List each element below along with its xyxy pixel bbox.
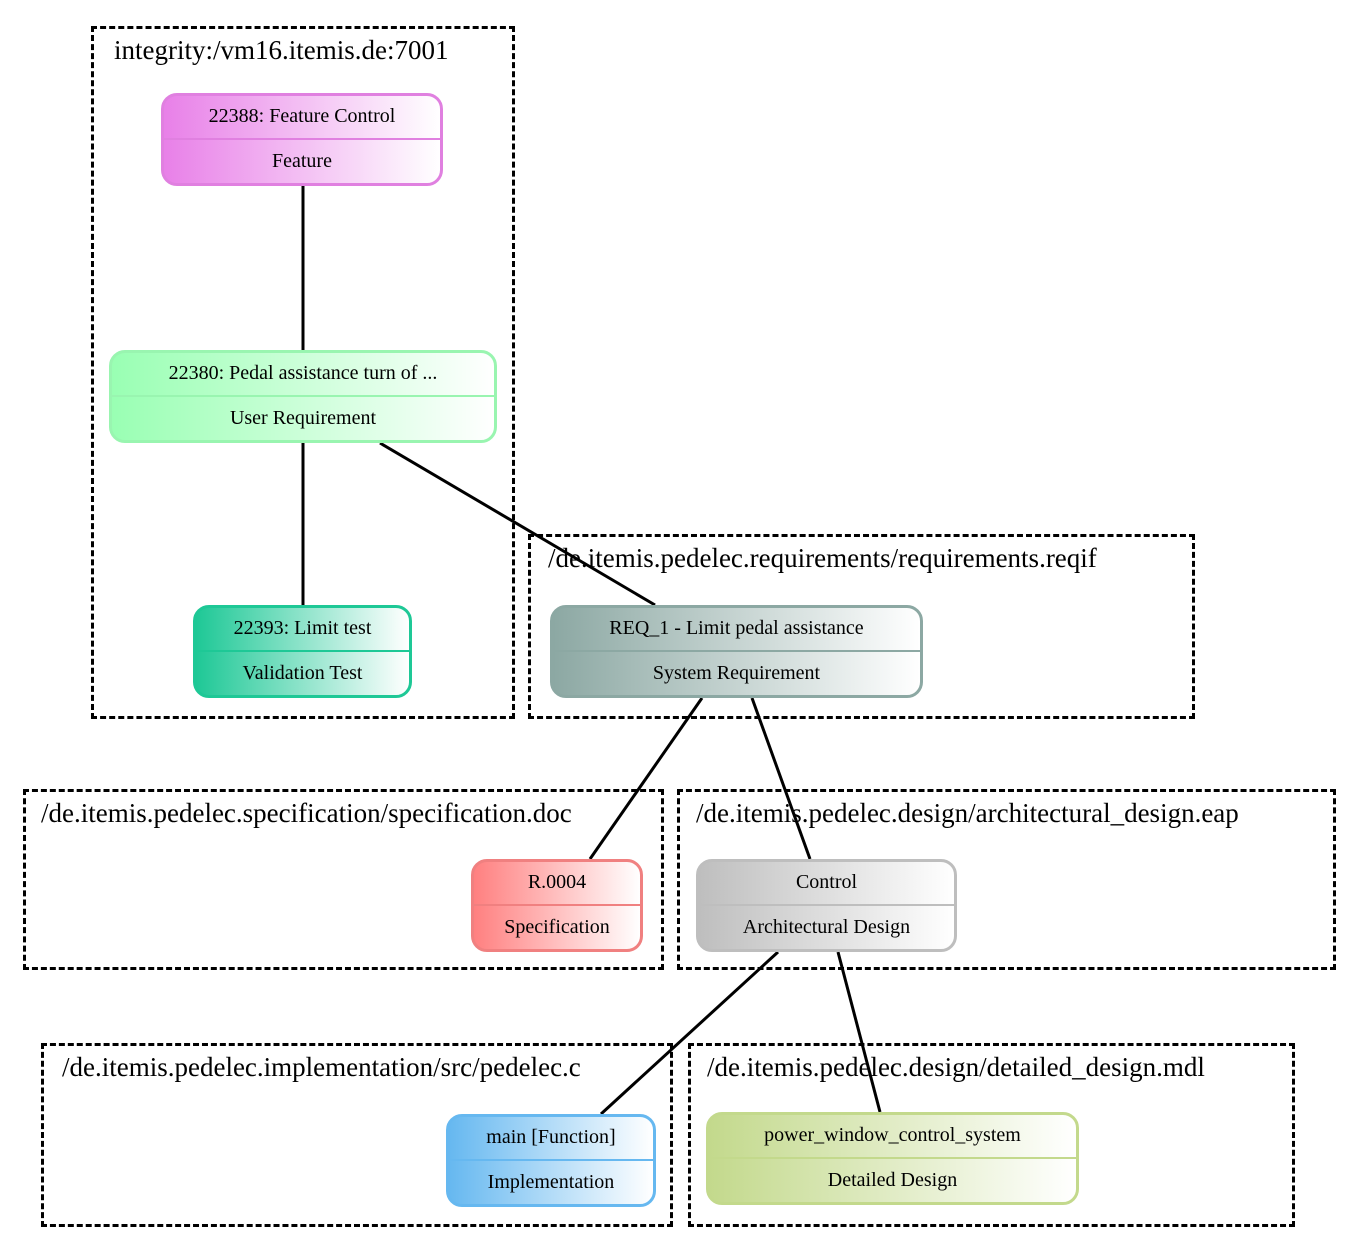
- cluster-label: /de.itemis.pedelec.specification/specifi…: [41, 798, 572, 828]
- cluster-label: /de.itemis.pedelec.design/architectural_…: [696, 798, 1239, 828]
- node-type: Specification: [504, 915, 610, 938]
- cluster-arch: /de.itemis.pedelec.design/architectural_…: [677, 789, 1336, 970]
- node-user-requirement[interactable]: 22380: Pedal assistance turn of ... User…: [109, 350, 497, 443]
- node-type: Detailed Design: [827, 1168, 958, 1191]
- edge-userreq-sysreq: [379, 441, 656, 607]
- node-title: 22393: Limit test: [196, 608, 409, 652]
- node-title: 22388: Feature Control: [164, 96, 440, 140]
- node-detailed-design[interactable]: power_window_control_system Detailed Des…: [706, 1112, 1079, 1205]
- cluster-integrity: integrity:/vm16.itemis.de:7001: [91, 26, 515, 719]
- cluster-spec: /de.itemis.pedelec.specification/specifi…: [23, 789, 664, 970]
- node-type: System Requirement: [652, 661, 821, 684]
- cluster-label: /de.itemis.pedelec.requirements/requirem…: [548, 543, 1097, 573]
- node-type: User Requirement: [229, 406, 377, 429]
- node-type: Feature: [272, 149, 332, 172]
- node-system-requirement[interactable]: REQ_1 - Limit pedal assistance System Re…: [550, 605, 923, 698]
- node-type: Validation Test: [242, 661, 363, 684]
- node-implementation[interactable]: main [Function] Implementation: [446, 1114, 656, 1207]
- node-title: REQ_1 - Limit pedal assistance: [553, 608, 920, 652]
- edge-arch-detail: [836, 951, 882, 1113]
- node-title: power_window_control_system: [709, 1115, 1076, 1159]
- edge-sysreq-spec: [588, 697, 704, 860]
- node-type: Architectural Design: [742, 915, 911, 938]
- node-feature[interactable]: 22388: Feature Control Feature: [161, 93, 443, 186]
- node-specification[interactable]: R.0004 Specification: [471, 859, 643, 952]
- cluster-label: /de.itemis.pedelec.design/detailed_desig…: [707, 1052, 1205, 1082]
- node-architectural-design[interactable]: Control Architectural Design: [696, 859, 957, 952]
- cluster-impl: /de.itemis.pedelec.implementation/src/pe…: [41, 1043, 673, 1227]
- node-type: Implementation: [487, 1170, 615, 1193]
- cluster-detail: /de.itemis.pedelec.design/detailed_desig…: [688, 1043, 1295, 1227]
- edge-arch-impl: [599, 950, 780, 1116]
- cluster-label: integrity:/vm16.itemis.de:7001: [114, 35, 449, 65]
- node-title: main [Function]: [449, 1117, 653, 1161]
- cluster-reqif: /de.itemis.pedelec.requirements/requirem…: [528, 534, 1195, 719]
- node-title: R.0004: [474, 862, 640, 906]
- node-title: Control: [699, 862, 954, 906]
- cluster-label: /de.itemis.pedelec.implementation/src/pe…: [62, 1052, 581, 1082]
- node-title: 22380: Pedal assistance turn of ...: [112, 353, 494, 397]
- node-validation-test[interactable]: 22393: Limit test Validation Test: [193, 605, 412, 698]
- edge-sysreq-arch: [750, 697, 812, 860]
